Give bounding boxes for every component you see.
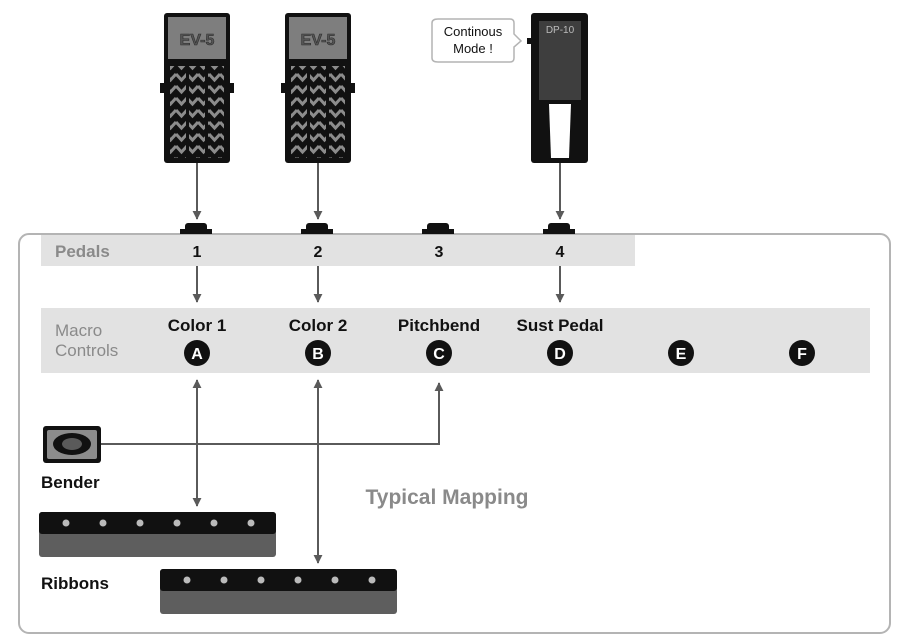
- sustain-pedal-label: DP-10: [546, 25, 575, 36]
- continuous-mode-callout: Continous Mode !: [431, 18, 532, 63]
- ribbons-label: Ribbons: [41, 574, 109, 593]
- pedals-band: [41, 235, 635, 266]
- macro-row-label-line-1: Macro: [55, 321, 102, 340]
- macro-a-badge: A: [184, 340, 210, 366]
- diagram-frame: [18, 233, 891, 634]
- pedal-jack-3: [422, 223, 454, 234]
- sustain-pedal: DP-10: [531, 13, 588, 163]
- pedal-number-3: 3: [435, 244, 444, 261]
- callout-line-2: Mode !: [453, 41, 493, 56]
- pedal-jack-4: [543, 223, 575, 234]
- macro-b-letter: B: [312, 346, 324, 363]
- macro-d-badge: D: [547, 340, 573, 366]
- expression-pedal-1: EV-5: [160, 13, 234, 163]
- macro-row-label-line-2: Controls: [55, 341, 118, 360]
- bender-label: Bender: [41, 473, 100, 492]
- ribbon-controller-1: [39, 512, 276, 557]
- macro-f-badge: F: [789, 340, 815, 366]
- macro-d-letter: D: [554, 346, 566, 363]
- macro-name-pitchbend: Pitchbend: [398, 316, 480, 335]
- macro-b-badge: B: [305, 340, 331, 366]
- pedal-number-1: 1: [193, 244, 202, 261]
- expression-pedal-2-label: EV-5: [301, 32, 336, 49]
- pedal-number-4: 4: [556, 244, 565, 261]
- macro-f-letter: F: [797, 346, 807, 363]
- macro-c-badge: C: [426, 340, 452, 366]
- macro-e-letter: E: [676, 346, 687, 363]
- pedal-jack-2: [301, 223, 333, 234]
- macro-c-letter: C: [433, 346, 445, 363]
- macro-name-color-2: Color 2: [289, 316, 348, 335]
- typical-mapping-caption: Typical Mapping: [366, 486, 529, 509]
- pedal-jack-1: [180, 223, 212, 234]
- macro-a-letter: A: [191, 346, 203, 363]
- macro-name-sust-pedal: Sust Pedal: [517, 316, 604, 335]
- expression-pedal-1-label: EV-5: [180, 32, 215, 49]
- expression-pedal-2: EV-5: [281, 13, 355, 163]
- pedals-row-label: Pedals: [55, 242, 110, 261]
- macro-e-badge: E: [668, 340, 694, 366]
- callout-line-1: Continous: [444, 24, 503, 39]
- macro-name-color-1: Color 1: [168, 316, 227, 335]
- ribbon-controller-2: [160, 569, 397, 614]
- macro-controls-band: [41, 308, 870, 373]
- bender-icon: [43, 426, 101, 463]
- arrow-bender-to-macro-c: [101, 382, 444, 445]
- pedal-number-2: 2: [314, 244, 323, 261]
